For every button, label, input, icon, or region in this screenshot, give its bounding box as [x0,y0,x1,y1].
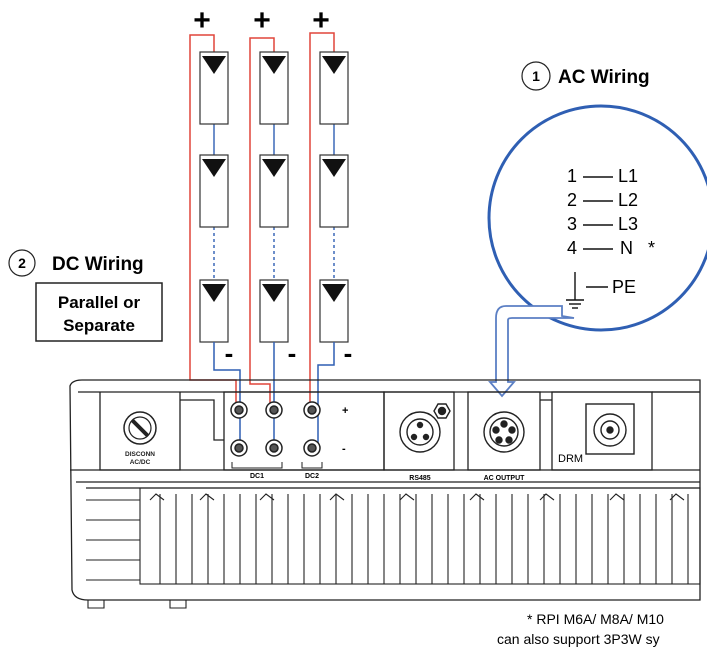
ac-pin-4-mark: * [648,238,655,258]
string2-plus-sign: + [253,4,271,37]
ac-wiring-title: AC Wiring [558,67,650,88]
dc1-label: DC1 [250,473,264,480]
dc-step-number: 2 [18,255,26,271]
ac-pin-3-label: L3 [618,214,638,234]
disconnect-label-line2: AC/DC [130,459,151,466]
pv-string-2 [259,51,289,343]
drm-port [585,403,635,455]
dc2-label: DC2 [305,473,319,480]
ac-pin-1-number: 1 [567,166,577,186]
ac-callout-arrow [488,305,575,398]
string3-minus-sign: - [344,338,353,368]
dc-mode-line2: Separate [63,316,135,335]
ac-pin-1-label: L1 [618,166,638,186]
ac-step-number-circle [521,61,551,91]
string1-positive-wire [189,34,237,410]
rs485-port [399,403,451,453]
footnote-line2: can also support 3P3W sy [497,631,660,647]
footnote-line1: * RPI M6A/ M8A/ M10 [527,611,664,627]
ac-pe-label: PE [612,277,636,297]
terminal-plus-label: + [342,405,348,417]
positive-wires [189,32,335,410]
ground-icon [566,272,608,309]
ac-pin-4-label: N [620,238,633,258]
dc-wiring-title: DC Wiring [52,254,144,275]
dc-terminals [230,401,321,457]
ac-pin-2-number: 2 [567,190,577,210]
ac-output-port [483,411,525,453]
pv-module [259,279,289,343]
string1-plus-sign: + [193,4,211,37]
string3-positive-wire [309,32,335,410]
string3-negative-wire [317,342,335,445]
ac-output-label: AC OUTPUT [484,475,526,482]
terminal-minus-label: - [342,443,346,455]
pv-module [199,154,229,228]
string2-positive-wire [249,37,275,410]
disconnect-switch [123,411,157,445]
ac-pin-2-label: L2 [618,190,638,210]
ac-pinout-circle [487,104,707,332]
pv-module [259,51,289,125]
pv-string-1 [199,51,229,343]
pv-module [319,51,349,125]
ac-pin-3-number: 3 [567,214,577,234]
disconnect-label-line1: DISCONN [125,451,155,458]
inverter-heatsink [86,487,701,609]
ac-pinout: 1 L1 2 L2 3 L3 4 N * PE [566,166,655,309]
dc-step-number-circle [8,249,36,277]
pv-string-3 [319,51,349,343]
string1-minus-sign: - [225,338,234,368]
pv-module [199,279,229,343]
heatsink-fins [159,494,689,584]
inverter-outline [69,379,701,601]
dc-mode-line1: Parallel or [58,293,141,312]
pv-module [319,154,349,228]
ac-pin-4-number: 4 [567,238,577,258]
pv-module [259,154,289,228]
pv-module [199,51,229,125]
dc-mode-box [35,282,163,342]
string2-minus-sign: - [288,338,297,368]
string3-plus-sign: + [312,4,330,37]
ac-step-number: 1 [532,68,540,84]
pv-module [319,279,349,343]
drm-label: DRM [558,453,583,465]
rs485-label: RS485 [409,475,431,482]
string-interconnects [213,124,335,280]
